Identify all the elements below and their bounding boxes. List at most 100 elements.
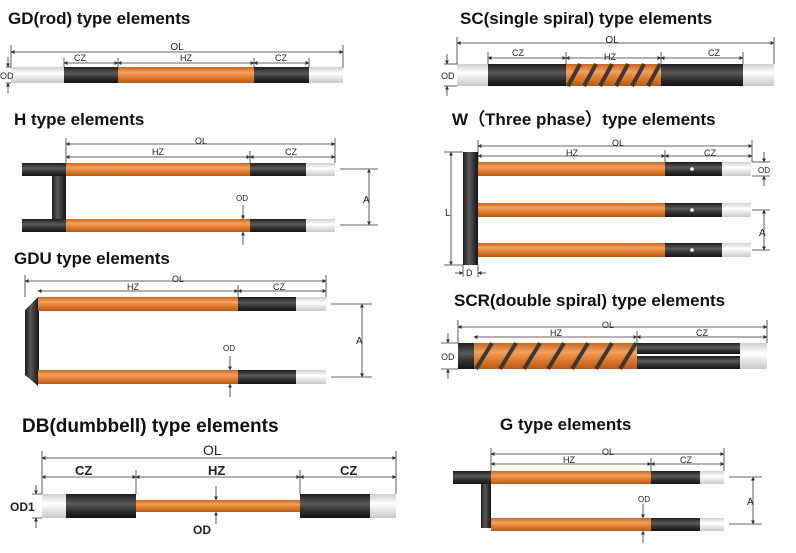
gd-cold-zone-left (64, 67, 118, 83)
w-rod3-tip (722, 243, 751, 257)
h-bridge (52, 176, 66, 219)
db-hot-zone (136, 500, 300, 512)
gd-cold-zone-right (254, 67, 309, 83)
gd-tip-right (309, 67, 343, 83)
h-bottom-cold-stub (22, 219, 66, 232)
h-bottom-hot-zone (66, 219, 250, 232)
gdu-ol-label: OL (172, 274, 184, 284)
sc-spiral-groove (566, 63, 662, 87)
g-hz-label: HZ (563, 455, 575, 465)
db-tip-right (370, 494, 396, 518)
g-bottom-tip (700, 518, 724, 531)
panel-sc-title: SC(single spiral) type elements (460, 9, 712, 28)
g-bottom-hot-zone (491, 518, 651, 531)
gd-cz-right-label: CZ (275, 53, 287, 63)
sc-cz-left-label: CZ (512, 48, 524, 58)
w-rod1-hot-zone (478, 162, 665, 176)
w-hz-label: HZ (566, 148, 578, 158)
w-rod3-hot-zone (478, 243, 665, 257)
db-tip-left (42, 494, 66, 518)
g-top-cold-stub (453, 471, 491, 484)
scr-spiral-grooves (474, 341, 638, 371)
scr-tip (740, 343, 767, 369)
w-d-label: D (466, 268, 473, 278)
g-top-hot-zone (491, 471, 651, 484)
g-bridge (481, 484, 491, 528)
scr-ol-label: OL (602, 320, 614, 330)
panel-gdu: GDU type elements OL HZ CZ OD A (14, 249, 372, 397)
g-top-tip (700, 471, 724, 484)
h-bottom-tip (306, 219, 335, 232)
panel-h: H type elements OL HZ CZ OD A (14, 110, 378, 245)
scr-cold-zone-upper (637, 343, 740, 354)
scr-cz-label: CZ (696, 328, 708, 338)
panel-scr: SCR(double spiral) type elements OL HZ C… (441, 291, 768, 379)
gdu-bottom-hot-zone (38, 370, 238, 384)
sc-ol-label: OL (605, 35, 619, 46)
panel-sc: SC(single spiral) type elements OL CZ HZ… (441, 9, 775, 96)
sc-cz-right-label: CZ (708, 48, 720, 58)
g-ol-label: OL (602, 447, 614, 457)
gdu-cz-label: CZ (273, 282, 285, 292)
h-top-hot-zone (66, 163, 250, 176)
sc-tip-left (457, 64, 488, 86)
gd-hz-label: HZ (180, 53, 192, 63)
sc-tip-right (743, 64, 774, 86)
gd-hot-zone (118, 67, 254, 83)
h-bottom-cold-zone (250, 219, 306, 232)
db-cold-zone-right (300, 494, 370, 518)
panel-db: DB(dumbbell) type elements OL CZ HZ CZ O… (10, 416, 397, 537)
w-a-label: A (759, 228, 766, 239)
h-a-label: A (363, 195, 370, 206)
gdu-hz-label: HZ (127, 282, 139, 292)
g-a-label: A (747, 497, 754, 508)
gdu-od-label: OD (223, 344, 235, 353)
gdu-top-cold-zone (238, 297, 296, 311)
panel-w-title: W（Three phase）type elements (452, 109, 716, 129)
db-ol-label: OL (203, 442, 222, 458)
db-cz-right-label: CZ (340, 463, 357, 478)
w-rod2-hot-zone (478, 203, 665, 217)
sc-hz-label: HZ (604, 52, 616, 62)
w-cz-label: CZ (704, 148, 716, 158)
g-od-label: OD (638, 495, 650, 504)
h-hz-label: HZ (152, 147, 164, 157)
w-od-label: OD (758, 166, 770, 175)
panel-db-title: DB(dumbbell) type elements (22, 416, 279, 437)
panel-gd: GD(rod) type elements OL CZ HZ CZ OD (0, 9, 344, 93)
sc-cold-zone-left (488, 64, 566, 86)
gdu-bend (25, 297, 39, 386)
g-bottom-cold-zone (651, 518, 700, 531)
w-rod2-marker (690, 208, 694, 212)
gd-od-label: OD (0, 71, 14, 81)
panel-g: G type elements OL HZ CZ OD A (453, 415, 762, 543)
w-rod1-tip (722, 162, 751, 176)
w-ol-label: OL (612, 138, 624, 148)
db-od1-label: OD1 (10, 500, 35, 514)
g-top-cold-zone (651, 471, 700, 484)
panel-gdu-title: GDU type elements (14, 249, 170, 268)
panel-g-title: G type elements (500, 415, 631, 434)
g-cz-label: CZ (680, 455, 692, 465)
w-bus-bar (463, 152, 478, 265)
h-top-cold-stub (22, 163, 66, 176)
gdu-a-label: A (356, 336, 363, 347)
h-top-cold-zone (250, 163, 306, 176)
gdu-top-tip (296, 297, 326, 311)
gdu-top-hot-zone (38, 297, 238, 311)
w-rod1-marker (690, 167, 694, 171)
gd-tip-left (11, 67, 64, 83)
scr-cold-zone-lower (637, 356, 740, 369)
sc-cold-zone-right (661, 64, 743, 86)
gdu-bottom-tip (296, 370, 326, 384)
h-ol-label: OL (195, 136, 207, 146)
h-od-label: OD (236, 194, 248, 203)
panel-w: W（Three phase）type elements OL HZ CZ L (444, 109, 770, 278)
w-l-label: L (445, 208, 451, 219)
db-cz-left-label: CZ (75, 463, 92, 478)
scr-od-label: OD (441, 352, 455, 362)
scr-hz-label: HZ (550, 328, 562, 338)
w-rod3-marker (690, 248, 694, 252)
panel-h-title: H type elements (14, 110, 144, 129)
db-od-label: OD (193, 523, 211, 537)
